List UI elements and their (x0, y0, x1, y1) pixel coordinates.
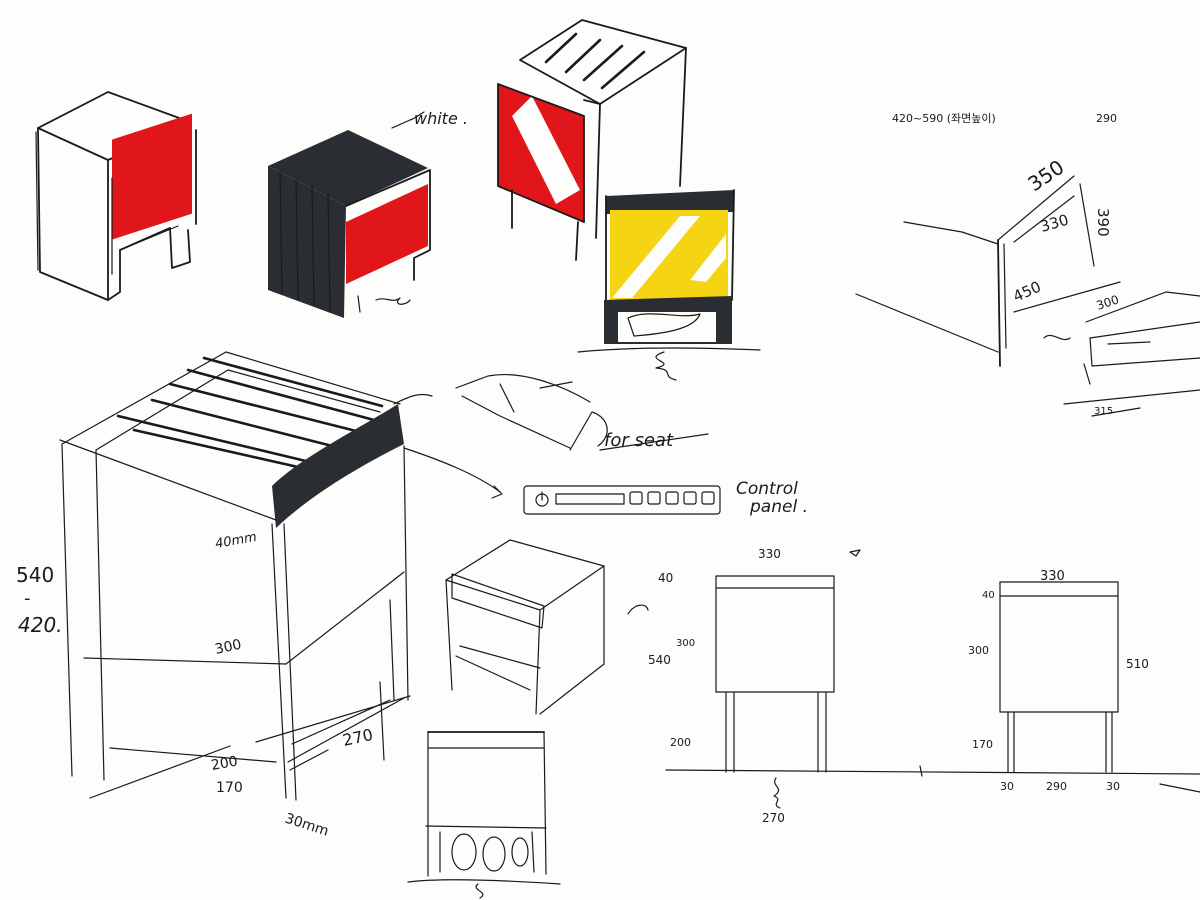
sketch-iso-dimension: 350 330 390 450 300 315 (855, 155, 1200, 417)
sketch-yellow-panel-box (577, 189, 761, 381)
annotation-white: white . (414, 109, 468, 128)
dim-left-270: 270 (762, 811, 785, 825)
top-note-right: 290 (1096, 112, 1117, 125)
dim-left-300: 300 (676, 638, 695, 649)
dim-right-170: 170 (972, 738, 993, 751)
dim-main-top40: 40mm (214, 530, 258, 552)
dim-iso-450: 450 (1010, 278, 1043, 306)
dim-iso-330: 330 (1038, 211, 1070, 236)
black-seat-cushion (272, 404, 404, 528)
front-view-left: 330 40 300 540 200 270 (648, 547, 1200, 825)
dim-left-330: 330 (758, 547, 781, 561)
red-marker-panel (112, 113, 192, 240)
dim-main-low170: 170 (216, 780, 243, 796)
dim-left-40: 40 (658, 571, 673, 585)
dim-right-leg-left: 30 (1000, 780, 1014, 793)
dim-main-420: 420. (18, 613, 63, 637)
sketch-front-coils (407, 731, 561, 899)
dim-right-290: 290 (1046, 780, 1067, 793)
dim-main-540: 540 (16, 563, 54, 587)
sketch-seat-profile: for seat (455, 374, 709, 451)
dim-main-mid300: 300 (214, 637, 243, 658)
dim-right-leg-right: 30 (1106, 780, 1120, 793)
dim-main-low200: 200 (210, 754, 239, 774)
dim-main-foot30: 30mm (283, 811, 331, 840)
dim-left-540: 540 (648, 653, 671, 667)
dim-right-510: 510 (1126, 657, 1149, 671)
dim-left-200: 200 (670, 736, 691, 749)
dim-iso-350: 350 (1023, 155, 1068, 196)
dim-main-dash: - (24, 588, 31, 609)
dim-iso-300: 300 (1095, 292, 1121, 312)
annotation-panel: panel . (749, 497, 808, 517)
dim-main-depth270: 270 (341, 725, 375, 750)
sketch-open-frame-box (445, 539, 649, 715)
annotation-for-seat: for seat (604, 430, 674, 451)
sketch-slotted-box-red-panel (497, 19, 687, 261)
dim-right-300: 300 (968, 644, 989, 657)
dim-right-330: 330 (1040, 569, 1065, 584)
top-note: 420~590 (좌면높이) (892, 112, 996, 125)
sketch-main-box: 540 - 420. 40mm 300 200 170 270 30mm (16, 351, 503, 840)
sketch-control-panel: Control panel . (523, 479, 808, 517)
front-view-right: 330 40 300 510 170 30 290 30 (968, 569, 1200, 793)
sketch-white-box-red-panel (35, 91, 197, 301)
sketch-black-box-red-panel: white . (268, 109, 468, 318)
annotation-control: Control (736, 479, 798, 499)
dim-right-40: 40 (982, 590, 995, 601)
dim-iso-390: 390 (1094, 208, 1112, 237)
dim-iso-315: 315 (1094, 406, 1113, 417)
red-marker-panel-2 (346, 184, 428, 284)
